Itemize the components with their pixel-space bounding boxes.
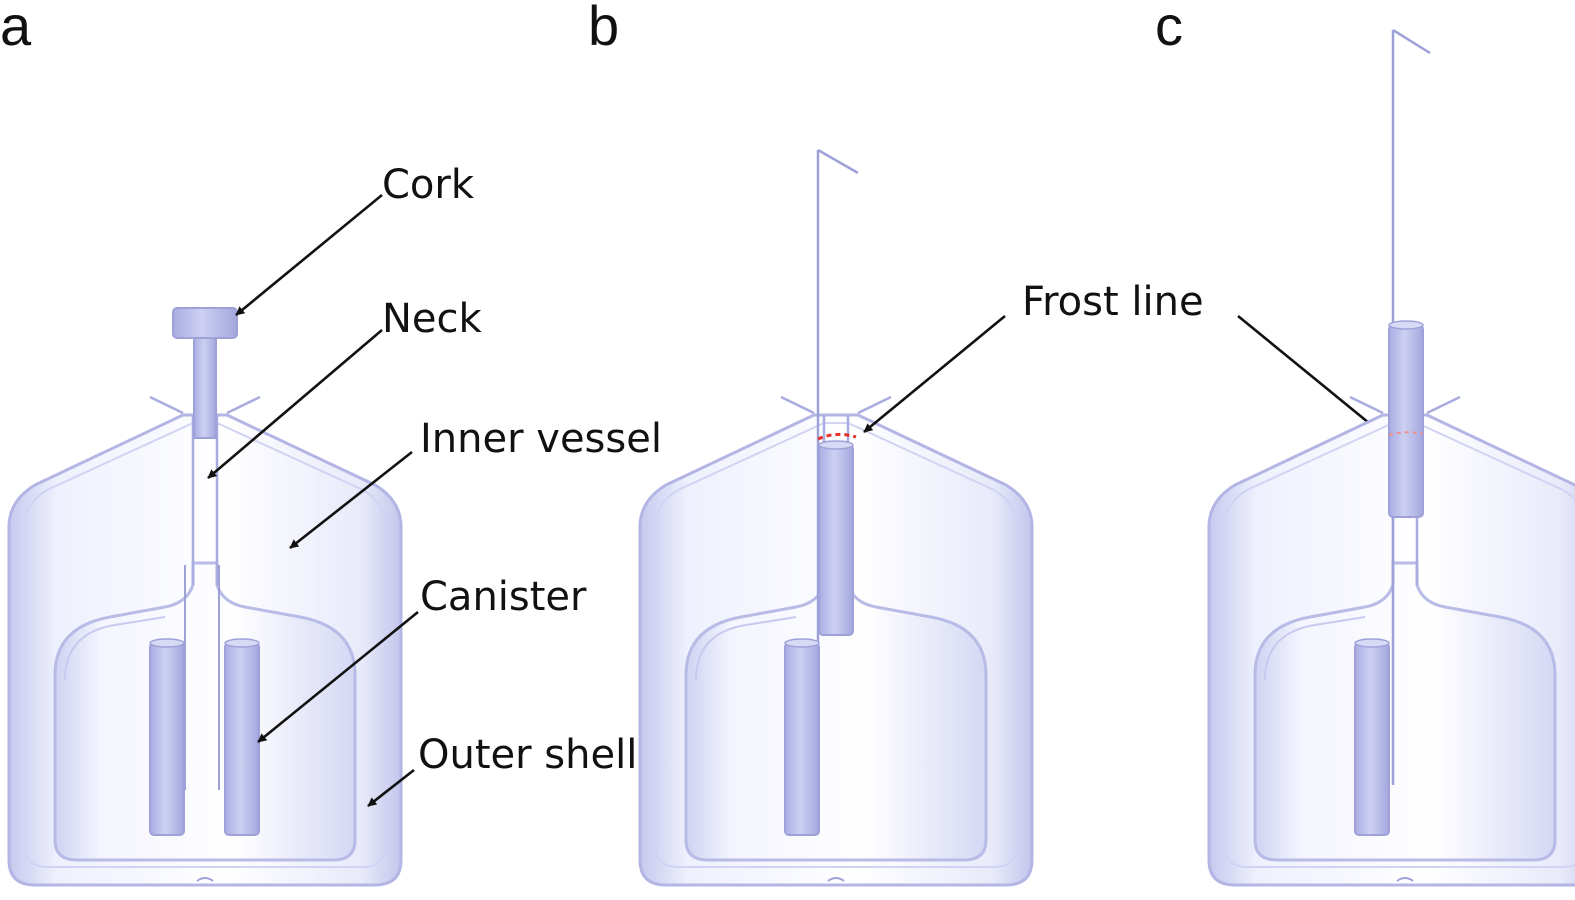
arrow-frost-line-c [1237, 314, 1381, 434]
arrow-canister [257, 610, 419, 744]
arrow-inner-vessel [289, 450, 413, 550]
label-inner-vessel: Inner vessel [420, 416, 662, 462]
frost-line [817, 432, 857, 441]
canister-left [149, 642, 185, 836]
label-canister: Canister [420, 574, 587, 620]
label-frost-line: Frost line [1022, 279, 1204, 325]
dewar-a [7, 307, 403, 887]
label-outer-shell: Outer shell [418, 732, 637, 778]
label-cork: Cork [382, 162, 475, 208]
frost-line [1388, 431, 1424, 436]
panel-label-c: c [1155, 0, 1183, 57]
arrow-frost-line-b [863, 314, 1006, 434]
canister-in-neck [1388, 324, 1424, 518]
arrow-cork [235, 193, 383, 317]
canister-lower [784, 642, 820, 836]
dewar-b [638, 148, 1034, 887]
canister-raised [818, 444, 854, 636]
dewar-c [1207, 28, 1575, 887]
canister-right [224, 642, 260, 836]
panel-label-b: b [588, 0, 619, 57]
cork [172, 307, 238, 339]
arrow-neck [207, 329, 383, 479]
arrow-outer-shell [367, 768, 415, 808]
label-neck: Neck [382, 296, 483, 342]
canister-lower [1354, 642, 1390, 836]
panel-label-a: a [0, 0, 32, 57]
